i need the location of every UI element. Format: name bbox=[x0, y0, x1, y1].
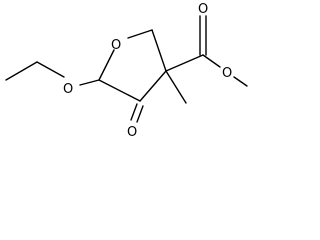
ester-oxygen-label: O bbox=[222, 66, 232, 81]
ketone-oxygen-label: O bbox=[127, 125, 137, 140]
bond-ester-c-o bbox=[202, 54, 221, 68]
bond-ester-o-methyl bbox=[233, 76, 248, 87]
bond-ethyl-ch2-o bbox=[36, 61, 65, 78]
bond-ethyl-ch3-ch2 bbox=[5, 61, 38, 81]
ring-oxygen-label: O bbox=[111, 38, 121, 53]
chemical-structure: O O O O O bbox=[5, 2, 248, 140]
bond-c5-ring-o bbox=[98, 49, 115, 81]
ester-carbonyl-oxygen-label: O bbox=[198, 2, 208, 17]
bond-ring-o-c2 bbox=[127, 29, 153, 39]
bond-c2-c3 bbox=[151, 29, 167, 72]
bond-c3-c4 bbox=[139, 70, 167, 102]
bond-c3-ester-c bbox=[165, 54, 204, 72]
bond-c4-c5 bbox=[98, 79, 141, 102]
bond-ketone-double-1 bbox=[130, 103, 138, 121]
bond-c3-methyl bbox=[165, 70, 187, 104]
ethoxy-oxygen-label: O bbox=[63, 82, 73, 97]
bond-ethoxy-o-c5 bbox=[79, 79, 100, 86]
bond-ketone-double-2 bbox=[136, 105, 144, 123]
